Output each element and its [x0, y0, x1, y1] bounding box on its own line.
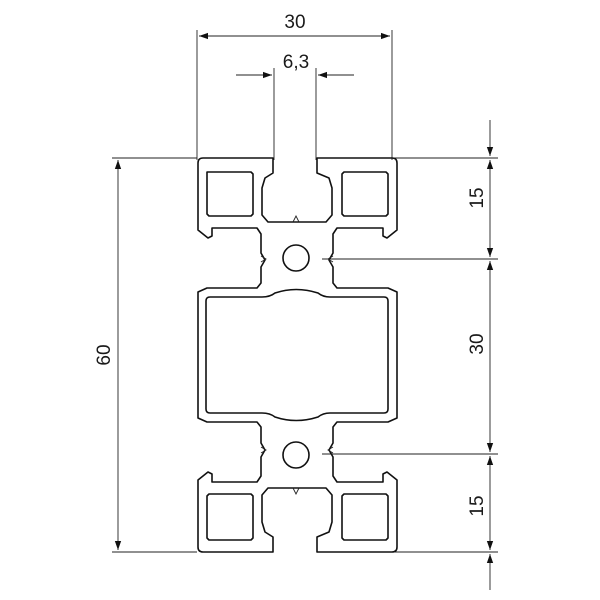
slot-notch-mark: [292, 487, 300, 496]
dimension-label: 60: [94, 344, 115, 365]
profile-hollow-bottom-left: [206, 493, 254, 541]
profile-hollow-center: [205, 288, 389, 422]
profile-cross-section: [197, 157, 398, 553]
dimension-slot-width: 6,3: [236, 52, 354, 160]
dimension-label: 15: [467, 495, 488, 516]
slot-notch-mark: [292, 214, 300, 223]
dimension-height-total: 60: [94, 157, 197, 553]
slot-notch-mark: [260, 255, 267, 263]
dimension-label: 15: [467, 187, 488, 208]
profile-outer-contour: [197, 157, 398, 553]
slot-notch-mark: [327, 446, 334, 454]
profile-hollow-top-left: [206, 171, 254, 217]
slot-notch-mark: [260, 446, 267, 454]
dimension-label: 30: [467, 333, 488, 354]
profile-hollow-top-right: [341, 171, 389, 217]
dimension-label: 30: [284, 12, 305, 33]
dimension-label: 6,3: [283, 52, 309, 73]
dimension-right-chain: 15 30 15: [322, 120, 498, 590]
core-bore-top: [282, 244, 310, 272]
slot-notch-mark: [327, 255, 334, 263]
core-bore-bottom: [282, 441, 310, 469]
profile-hollow-bottom-right: [341, 493, 389, 541]
dimension-width-total: 30: [196, 12, 393, 160]
